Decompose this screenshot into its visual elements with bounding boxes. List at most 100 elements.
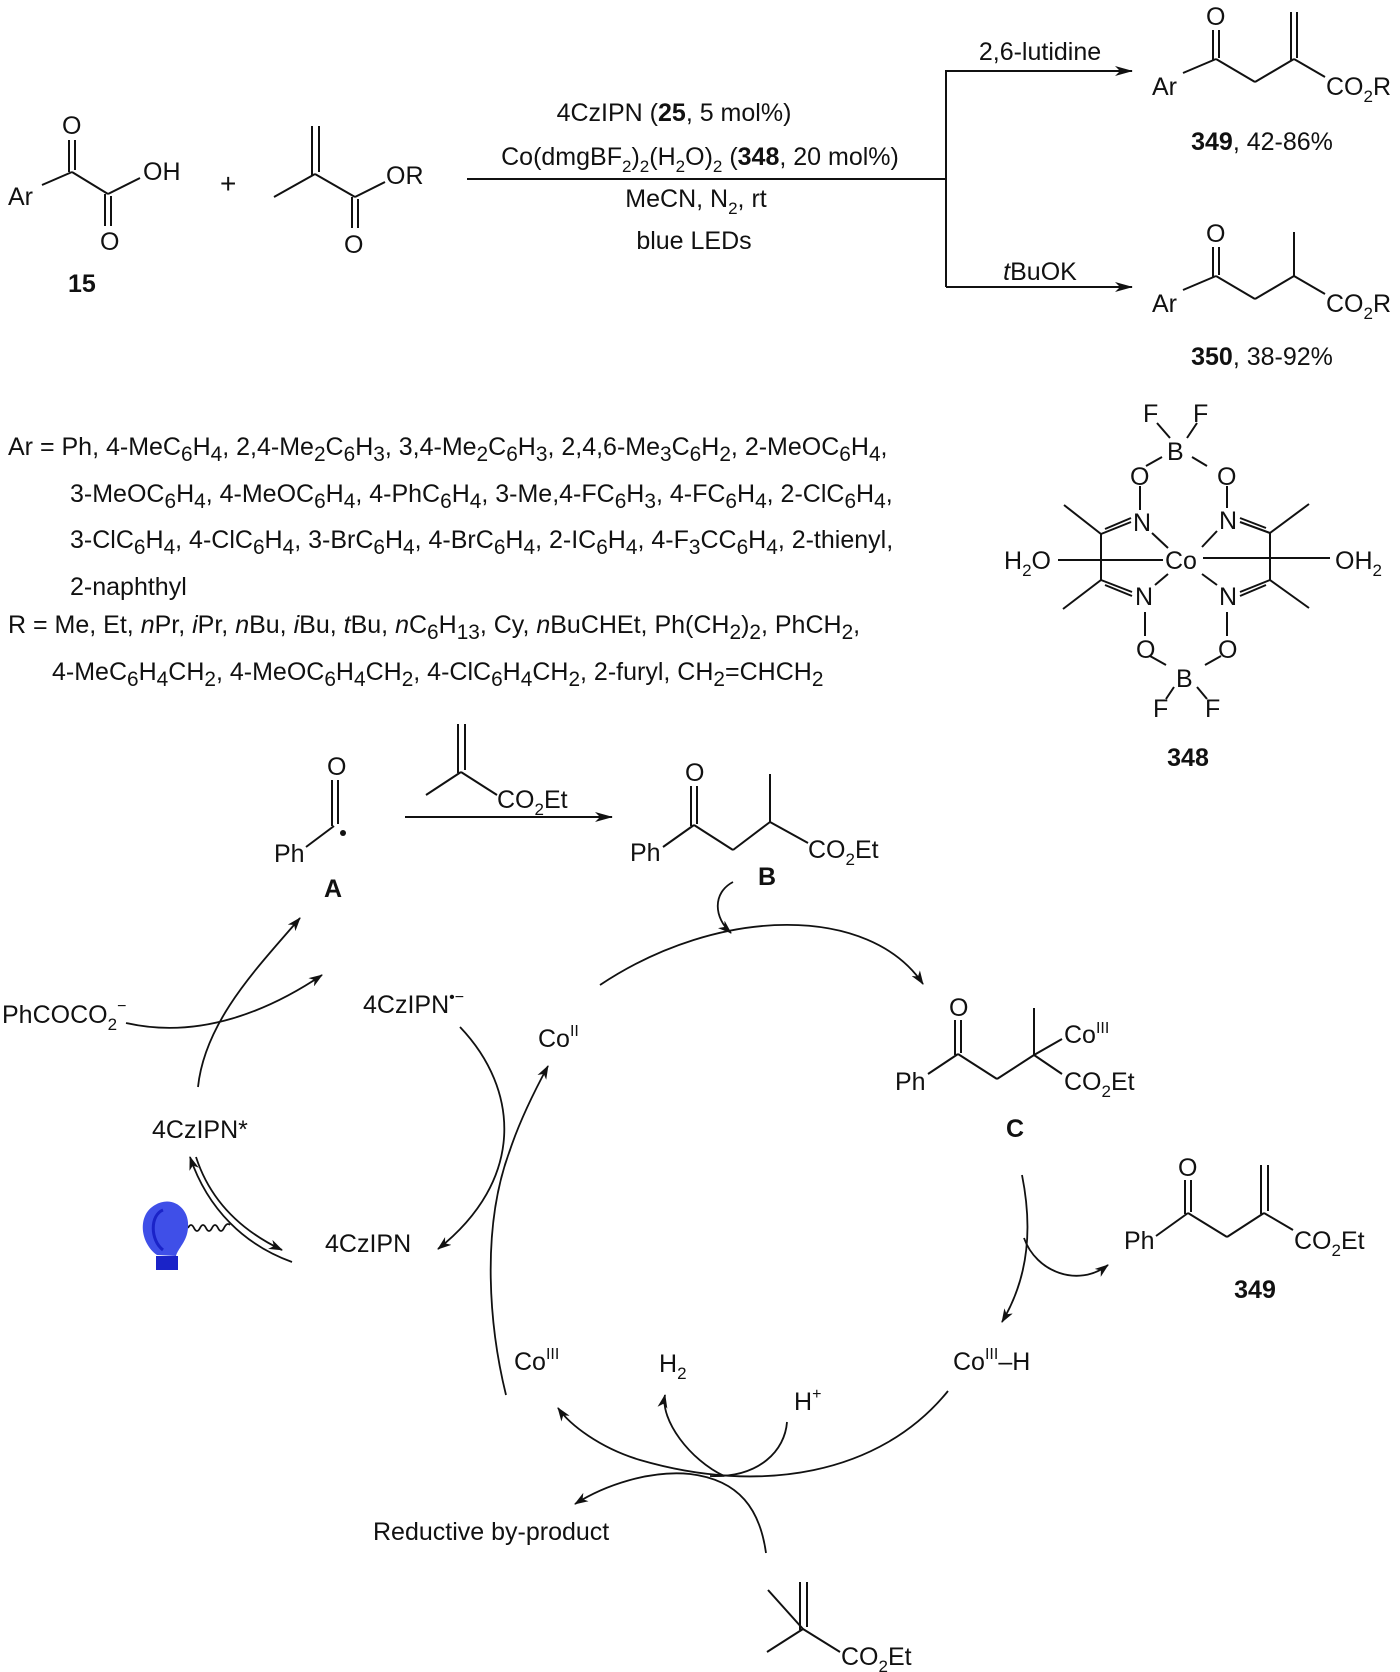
bond: [1182, 275, 1217, 291]
water-ligand-left: H2O: [1004, 547, 1051, 580]
bond: [662, 824, 695, 848]
bond: [802, 1628, 841, 1653]
cobalt-iii-label: CoIII: [1064, 1020, 1109, 1049]
nitrogen-label: N: [1219, 507, 1237, 535]
phenyl-label: Ph: [1124, 1227, 1155, 1255]
bond: [1204, 655, 1222, 666]
compound-label-348: 348: [1167, 744, 1209, 772]
boron-label: B: [1167, 438, 1184, 466]
aryl-label: Ar: [1152, 73, 1177, 101]
double-bond: [1100, 521, 1132, 535]
ar-scope-line: Ar = Ph, 4-MeC6H4, 2,4-Me2C6H3, 3,4-Me2C…: [8, 433, 888, 466]
product-349-structure: Ar O CO2R 349, 42-86%: [1152, 3, 1391, 156]
bond: [732, 821, 771, 851]
cobalt-iii-hydride-label: CoIII–H: [953, 1346, 1030, 1376]
condition-cobalt-catalyst: Co(dmgBF2)2(H2O)2 (348, 20 mol%): [501, 143, 899, 176]
condition-light: blue LEDs: [636, 227, 751, 255]
bond: [693, 824, 734, 851]
arrow-phcoco2-to-pc-radical: [125, 974, 323, 1029]
bond: [425, 771, 462, 796]
product-350-yield: 350, 38-92%: [1191, 343, 1333, 371]
bond: [1254, 58, 1295, 83]
species-label-A: A: [324, 875, 342, 903]
nitrogen-label: N: [1219, 583, 1237, 611]
phenyl-label: Ph: [274, 840, 305, 868]
branch-1-reagent: 2,6-lutidine: [979, 38, 1101, 66]
bond: [1033, 1054, 1063, 1075]
bond: [1165, 686, 1175, 700]
water-ligand-right: OH2: [1335, 547, 1382, 580]
catalyst-348-structure: F F B O O N N N N Co H2O OH2: [1004, 400, 1382, 772]
arrow-CoII-to-C: [599, 923, 924, 986]
bond: [769, 821, 809, 844]
condition-photocatalyst: 4CzIPN (25, 5 mol%): [557, 99, 792, 127]
cobalt-iii-label: CoIII: [514, 1346, 559, 1376]
ester-label: CO2R: [1326, 290, 1391, 323]
reactant-15-structure: Ar O O OH 15: [8, 112, 181, 298]
bond: [1293, 58, 1326, 78]
branch-2-reagent: tBuOK: [1003, 258, 1077, 286]
ester-label: OR: [386, 162, 424, 190]
bond: [1182, 58, 1217, 74]
ester-label: CO2R: [1326, 73, 1391, 106]
pc-radical-anion-label: 4CzIPN•−: [363, 989, 464, 1019]
ethyl-methacrylate-top: CO2Et: [425, 724, 568, 819]
hydrogen-gas-label: H2: [659, 1350, 687, 1383]
bond: [1154, 573, 1169, 586]
boron-label: B: [1176, 665, 1193, 693]
bond: [1149, 655, 1167, 666]
arrow-pc-excited-to-A: [197, 917, 301, 1088]
bond: [273, 173, 316, 198]
compound-label-15: 15: [68, 270, 96, 298]
bond: [1254, 275, 1295, 300]
oxygen-label: O: [1217, 463, 1236, 491]
fluorine-label: F: [1143, 400, 1158, 428]
r-scope-line: 4-MeC6H4CH2, 4-MeOC6H4CH2, 4-ClC6H4CH2, …: [52, 657, 824, 691]
ar-scope-line: 2-naphthyl: [70, 572, 187, 601]
ar-scope-line: 3-ClC6H4, 4-ClC6H4, 3-BrC6H4, 4-BrC6H4, …: [70, 526, 894, 559]
methyl-bond: [1062, 579, 1102, 610]
bond: [1201, 573, 1218, 586]
bond: [1145, 456, 1163, 467]
product-350-structure: Ar O CO2R 350, 38-92%: [1152, 220, 1391, 371]
oxygen-label: O: [1178, 1154, 1197, 1182]
bond: [314, 173, 356, 198]
species-C-structure: Ph O CoIII CO2Et C: [895, 994, 1135, 1143]
bulb-glass: [142, 1201, 189, 1256]
bond: [767, 1589, 804, 1630]
bond: [1215, 58, 1256, 83]
methyl-bond: [1269, 579, 1310, 609]
reductive-byproduct-label: Reductive by-product: [373, 1518, 609, 1546]
phenyl-label: Ph: [630, 839, 661, 867]
arrow-pc-radical-to-ground: [437, 1026, 506, 1250]
nitrogen-label: N: [1135, 583, 1153, 611]
oxygen-label: O: [1206, 220, 1225, 248]
proton-label: H+: [794, 1386, 821, 1416]
phenylglyoxylate-label: PhCOCO2−: [2, 998, 126, 1034]
bond: [1151, 532, 1169, 549]
aryl-label: Ar: [8, 183, 33, 211]
bond: [1187, 1212, 1228, 1238]
ester-label: CO2Et: [1294, 1227, 1365, 1260]
double-bond: [1239, 579, 1271, 593]
arrow-to-product-349: [1023, 1237, 1109, 1277]
bond: [1186, 422, 1198, 439]
light-bulb-icon: [142, 1201, 189, 1270]
methyl-bond: [1063, 504, 1102, 535]
ar-scope-line: 3-MeOC6H4, 4-MeOC6H4, 4-PhC6H4, 3-Me,4-F…: [70, 479, 893, 513]
cobalt-ii-label: CoII: [538, 1023, 579, 1053]
methacrylate-structure: O OR: [273, 126, 424, 259]
bond: [354, 181, 386, 198]
condition-solvent: MeCN, N2, rt: [625, 185, 766, 218]
bond: [71, 171, 109, 195]
species-label-B: B: [758, 863, 776, 891]
oxygen-label: O: [327, 753, 346, 781]
fluorine-label: F: [1193, 400, 1208, 428]
light-wave: [187, 1223, 231, 1232]
aryl-label: Ar: [1152, 290, 1177, 318]
species-A-structure: Ph O A: [274, 753, 346, 903]
arrow-to-H2: [657, 1394, 725, 1477]
bond: [41, 171, 73, 186]
oxygen-label: O: [1130, 463, 1149, 491]
bond: [1263, 1212, 1294, 1231]
